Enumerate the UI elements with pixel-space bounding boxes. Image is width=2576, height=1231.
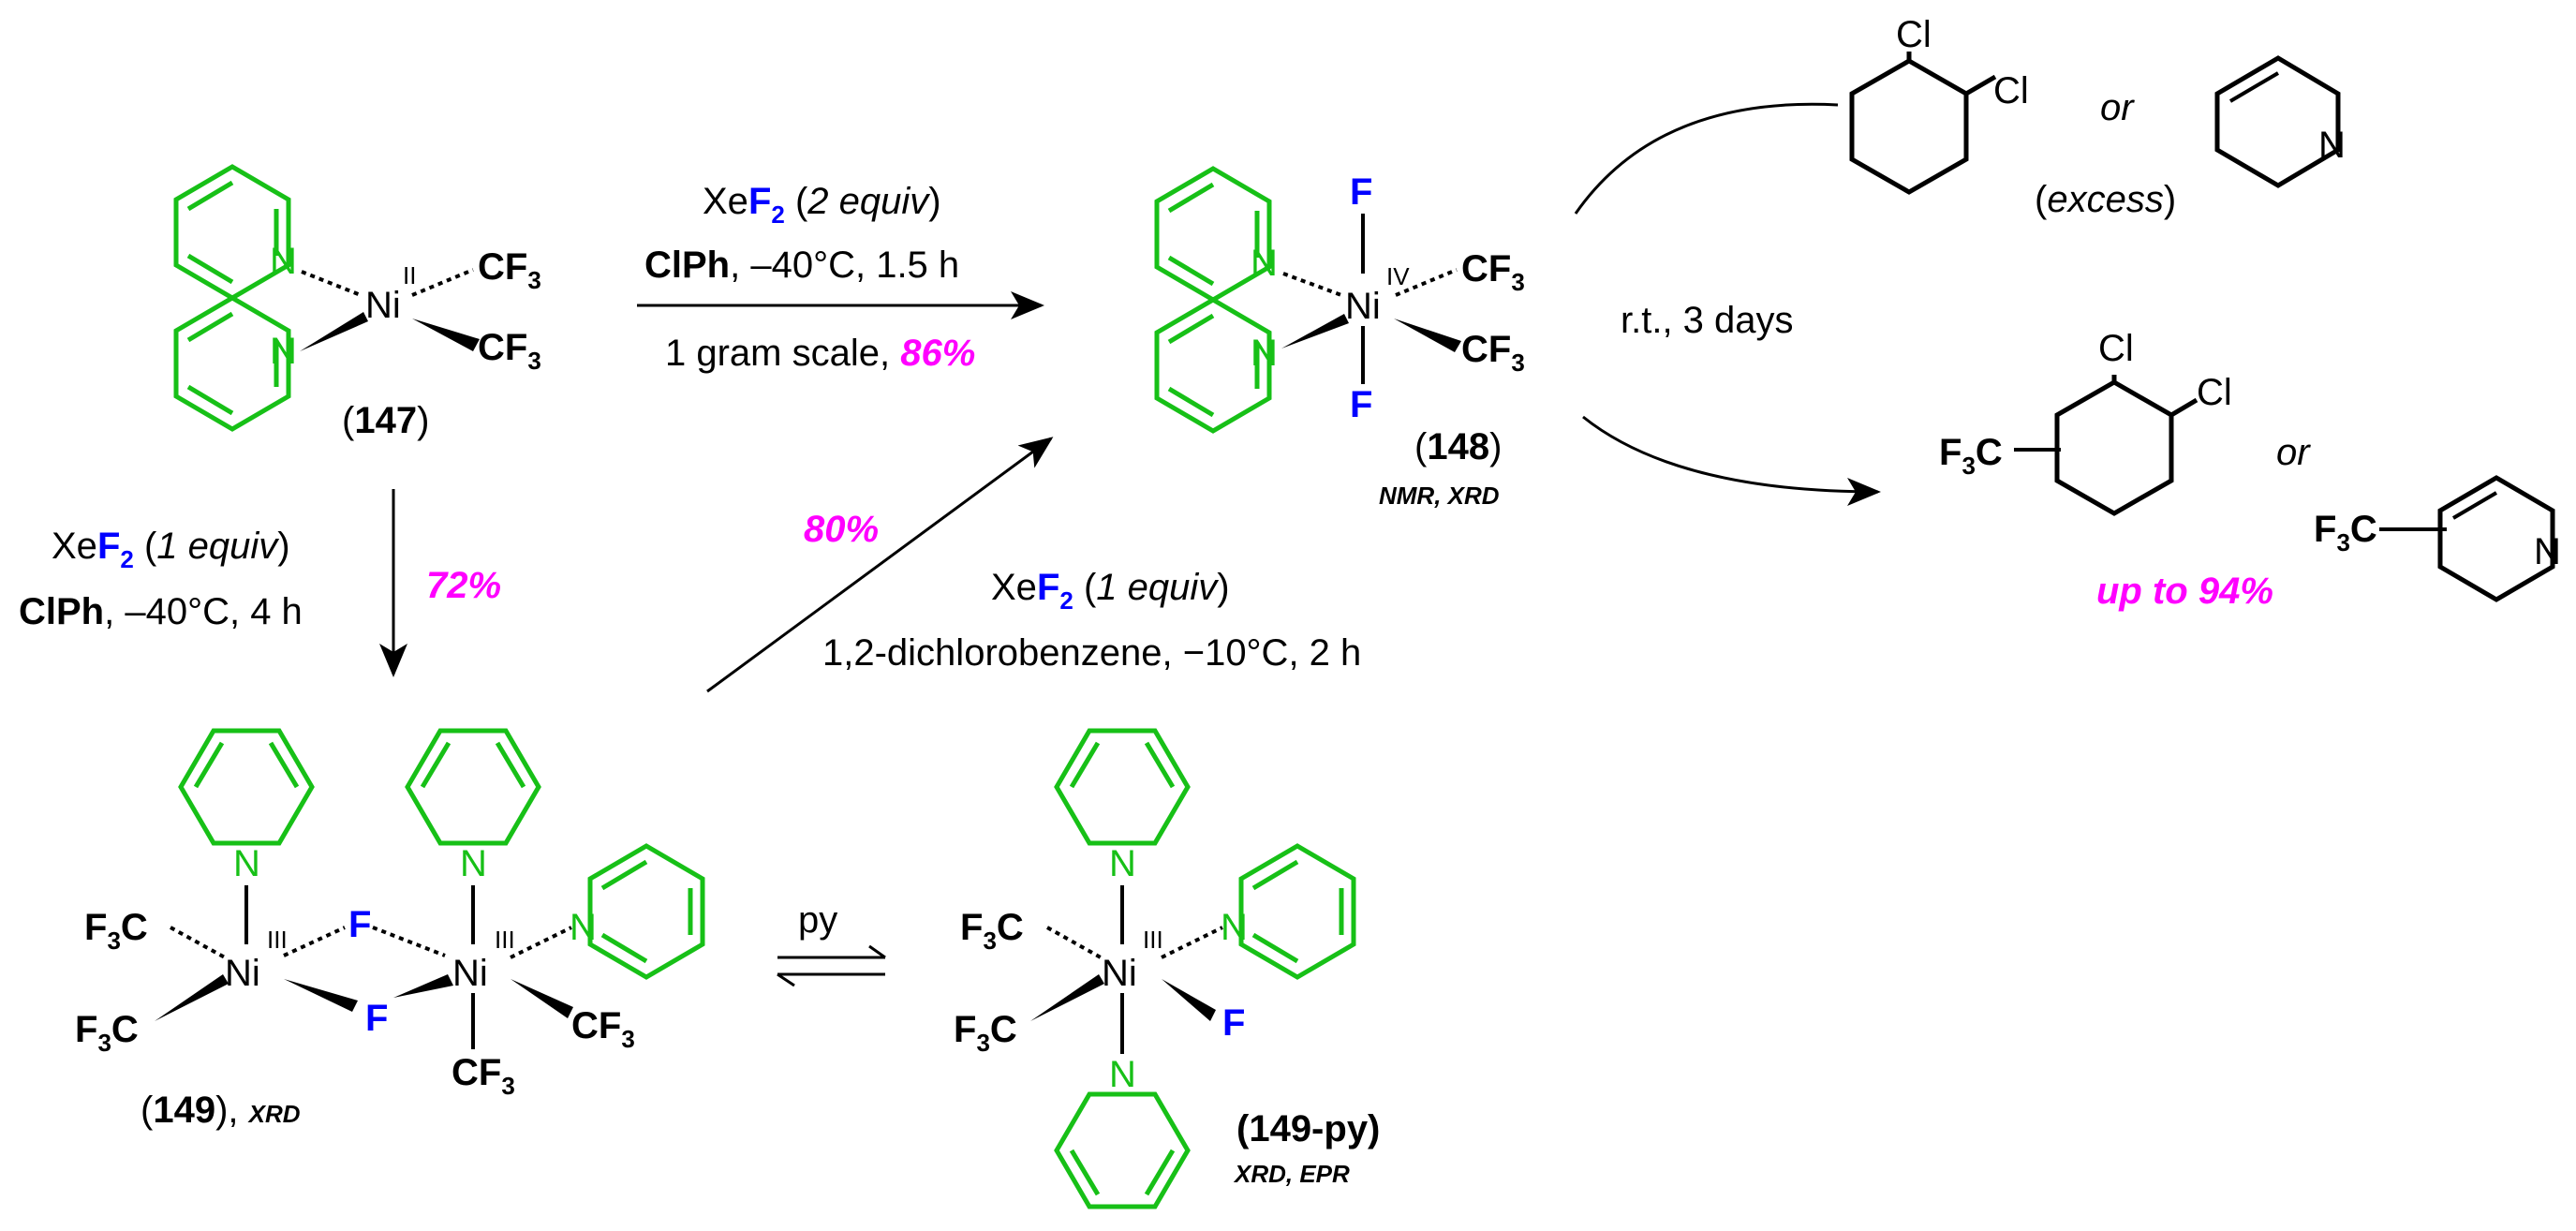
oxidation-state: III [495, 926, 515, 954]
compound-149-py: N Ni III N F F3C F3C N (149-py) XRD, EPR [954, 731, 1380, 1207]
cf3-group: CF3 [478, 327, 541, 375]
conditions: 1,2-dichlorobenzene, −10°C, 2 h [822, 632, 1361, 674]
oxidation-state: III [267, 926, 288, 954]
pyridine-excess: N [2214, 55, 2346, 188]
oxidation-state: II [403, 261, 416, 289]
compound-149: N Ni III F3C F3C F F N Ni III N CF3 CF3 … [75, 731, 703, 1131]
cf3-group: CF3 [452, 1052, 515, 1100]
metal-ni: Ni [225, 953, 260, 994]
or-text: or [2100, 87, 2135, 128]
pyridine-n: N [460, 843, 487, 884]
yield-72: 72% [426, 565, 501, 606]
arrow-top: XeF2 (2 equiv) ClPh, –40°C, 1.5 h 1 gram… [637, 181, 1044, 374]
chloro: Cl [1896, 14, 1932, 55]
oxidation-state: IV [1386, 262, 1410, 290]
metal-ni: Ni [365, 285, 401, 326]
compound-label: (149-py) [1236, 1108, 1380, 1149]
oxidation-state: III [1143, 926, 1163, 954]
characterization: NMR, XRD [1379, 482, 1500, 510]
pyridine-n: N [1251, 243, 1278, 284]
or-text: or [2276, 432, 2311, 473]
compound-label: (147) [342, 400, 429, 441]
compound-147: N N Ni II CF3 CF3 (147) [176, 167, 541, 441]
pyridine-ring [590, 846, 703, 977]
cf3-group: F3C [1939, 432, 2003, 480]
pyridine-n: N [2318, 125, 2346, 166]
bridging-fluorine: F [365, 998, 388, 1039]
fluorine: F [1222, 1002, 1245, 1044]
f3c-group: F3C [960, 907, 1024, 955]
equilibrium-arrows: py [777, 899, 886, 987]
pyridine-n: N [1221, 907, 1248, 948]
cf3-group: F3C [2314, 509, 2377, 556]
metal-ni: Ni [1102, 953, 1137, 994]
pyridine-n: N [270, 331, 297, 372]
reagent-py: py [798, 899, 837, 941]
conditions: ClPh, –40°C, 4 h [19, 591, 303, 632]
metal-ni: Ni [1345, 286, 1381, 327]
pyridine-n: N [1251, 333, 1278, 374]
arrow-diagonal: 80% XeF2 (1 equiv) 1,2-dichlorobenzene, … [706, 437, 1361, 693]
pyridine-n: N [1109, 1054, 1136, 1095]
yield-80: 80% [804, 509, 879, 550]
pyridine-n: N [570, 907, 597, 948]
f3c-group: F3C [84, 907, 148, 955]
right-side: r.t., 3 days Cl Cl or N (excess) Cl Cl F… [1574, 14, 2561, 612]
pyridine-n: N [270, 241, 297, 282]
cf3-group: CF3 [1461, 248, 1525, 296]
compound-148: N N F F Ni IV CF3 CF3 (148) NMR, XRD [1157, 169, 1525, 510]
chloro: Cl [2197, 372, 2232, 413]
characterization: XRD, EPR [1233, 1160, 1350, 1188]
pyridine-n: N [1109, 843, 1136, 884]
compound-label: (148) [1414, 426, 1502, 467]
pyridine-ring [407, 731, 539, 843]
yield-94: up to 94% [2096, 571, 2273, 612]
pyridine-ring [1241, 846, 1354, 977]
compound-label: (149), XRD [141, 1090, 301, 1131]
cf3-group: CF3 [1461, 329, 1525, 377]
reagent-xef2: XeF2 (1 equiv) [991, 567, 1230, 615]
pyridine-n: N [2534, 531, 2561, 572]
excess-label: (excess) [2035, 179, 2176, 220]
arrow-down: XeF2 (1 equiv) ClPh, –40°C, 4 h 72% [19, 489, 501, 677]
cf3-group: CF3 [478, 246, 541, 294]
cf3-dichlorobenzene: Cl Cl F3C [1939, 328, 2232, 513]
chloro: Cl [2098, 328, 2134, 369]
conditions-rt: r.t., 3 days [1621, 300, 1794, 341]
f3c-group: F3C [75, 1009, 139, 1057]
pyridine-n: N [233, 843, 260, 884]
scale-yield: 1 gram scale, 86% [665, 333, 975, 374]
pyridine-ring [1057, 731, 1188, 843]
conditions: ClPh, –40°C, 1.5 h [644, 245, 959, 286]
reagent-xef2: XeF2 (1 equiv) [52, 526, 290, 573]
f3c-group: F3C [954, 1009, 1017, 1057]
fluorine-bottom: F [1350, 384, 1372, 425]
cf3-pyridine: N F3C [2314, 475, 2561, 602]
fluorine-top: F [1350, 171, 1372, 213]
bridging-fluorine: F [348, 904, 371, 945]
reagent-xef2: XeF2 (2 equiv) [703, 181, 941, 229]
pyridine-ring [181, 731, 312, 843]
pyridine-ring [1057, 1094, 1188, 1207]
dichlorobenzene: Cl Cl [1852, 14, 2029, 192]
chloro: Cl [1993, 70, 2029, 111]
cf3-group: CF3 [571, 1005, 635, 1053]
metal-ni: Ni [452, 953, 488, 994]
